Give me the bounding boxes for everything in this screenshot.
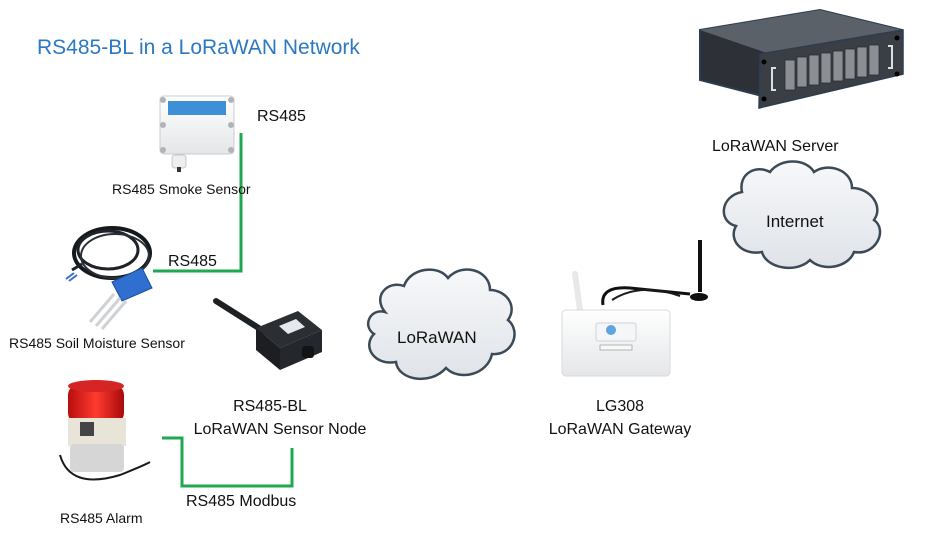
- diagram-title: RS485-BL in a LoRaWAN Network: [37, 36, 360, 59]
- alarm-link-label: RS485 Modbus: [186, 493, 297, 510]
- internet-cloud: [722, 160, 882, 269]
- wire-alarm-to-node: [162, 436, 294, 488]
- lorawan-cloud-label: LoRaWAN: [397, 328, 477, 347]
- soil-sensor-label: RS485 Soil Moisture Sensor: [9, 335, 185, 351]
- gateway-description-label: LoRaWAN Gateway: [548, 421, 692, 438]
- smoke-sensor-image: [159, 95, 235, 172]
- lorawan-cloud: [367, 268, 516, 381]
- alarm-image: [59, 380, 151, 481]
- node-model-label: RS485-BL: [233, 398, 307, 415]
- node-description-label: LoRaWAN Sensor Node: [193, 421, 367, 438]
- soil-link-label: RS485: [168, 253, 217, 270]
- internet-cloud-label: Internet: [766, 212, 824, 231]
- smoke-link-label: RS485: [257, 108, 306, 125]
- alarm-label: RS485 Alarm: [60, 510, 143, 526]
- wire-smoke-to-node: [153, 133, 243, 273]
- gateway-model-label: LG308: [595, 398, 645, 415]
- gateway-image: [561, 240, 708, 377]
- server-label: LoRaWAN Server: [712, 138, 839, 155]
- smoke-sensor-label: RS485 Smoke Sensor: [112, 181, 251, 197]
- server-image: [699, 8, 904, 109]
- sensor-node-image: [213, 298, 322, 370]
- soil-sensor-image: [65, 226, 153, 330]
